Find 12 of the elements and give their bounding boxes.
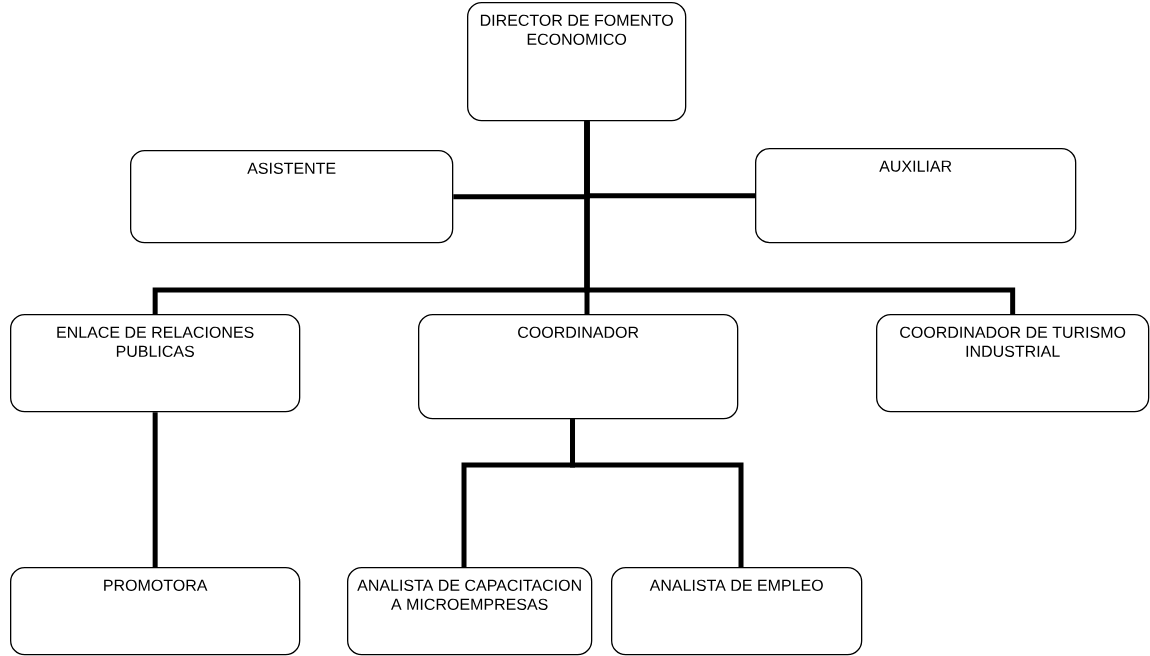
connector-line (570, 419, 744, 567)
org-box: ANALISTA DE EMPLEO (611, 567, 863, 656)
connector-line (584, 121, 1016, 314)
org-box: COORDINADOR DE TURISMO INDUSTRIAL (876, 314, 1150, 413)
org-box: AUXILIAR (755, 148, 1077, 244)
org-box: ENLACE DE RELACIONES PUBLICAS (10, 314, 301, 413)
org-box: DIRECTOR DE FOMENTO ECONOMICO (467, 2, 687, 122)
org-box: ASISTENTE (130, 150, 454, 244)
connector-line (152, 412, 158, 567)
org-box: ANALISTA DE CAPACITACION A MICROEMPRESAS (347, 567, 593, 656)
org-box: PROMOTORA (10, 567, 301, 656)
org-box: COORDINADOR (418, 314, 739, 420)
